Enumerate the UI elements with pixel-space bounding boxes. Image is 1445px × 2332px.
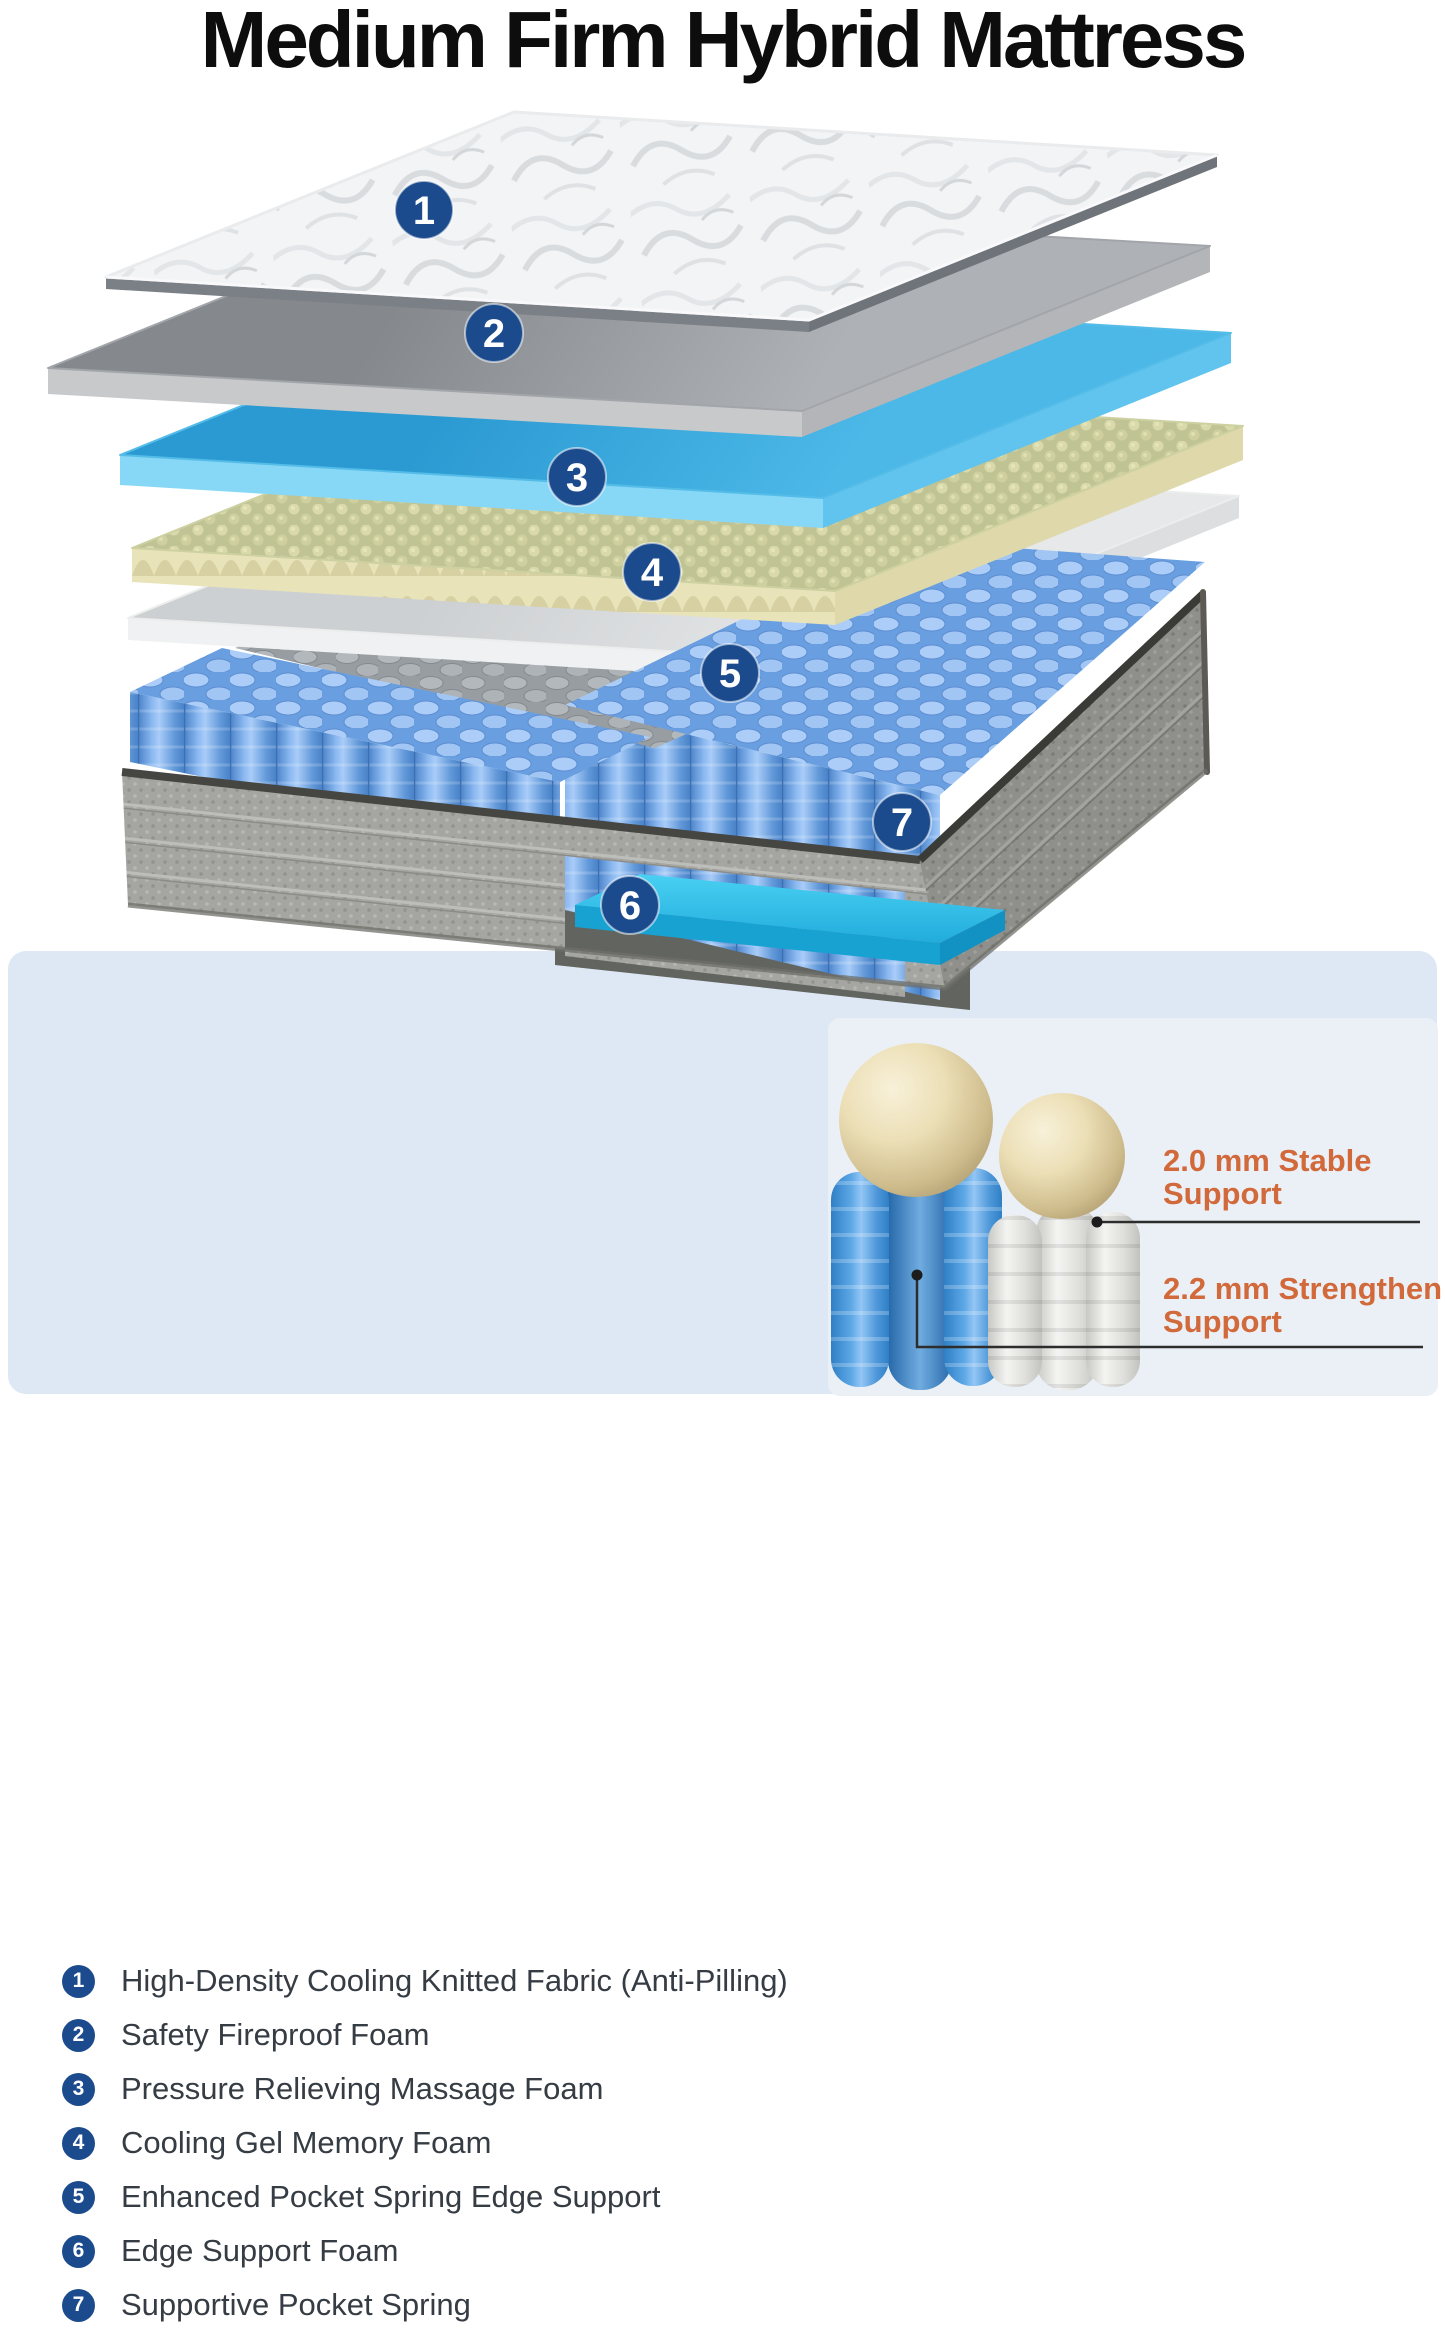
- diagram-badge-number: 6: [619, 884, 641, 928]
- legend-number-badge: 2: [62, 2018, 95, 2052]
- diagram-badge-number: 2: [483, 312, 505, 356]
- diagram-badge-5: 5: [700, 643, 760, 703]
- corner-piping: [1200, 589, 1210, 775]
- edge-support-foam: [575, 874, 1005, 965]
- diagram-badge-1: 1: [394, 180, 454, 240]
- callout-line-bottom: [911, 1269, 1423, 1349]
- callout-stable-support-line2: Support: [1163, 1176, 1282, 1211]
- base-bottom-edge: [127, 768, 1209, 991]
- diagram-badge-7: 7: [872, 792, 932, 852]
- legend-number-badge: 4: [62, 2126, 95, 2160]
- pocket-spring-wall-top: [565, 540, 1205, 795]
- legend-number-badge: 1: [62, 1964, 95, 1998]
- mattress-exploded-diagram: 1 2 3 4 5 6 7: [47, 110, 1244, 1010]
- callout-strengthen-support-line2: Support: [1163, 1304, 1282, 1339]
- page-title: Medium Firm Hybrid Mattress: [200, 0, 1248, 84]
- diagram-badge-3: 3: [547, 447, 607, 507]
- legend-number-badge: 5: [62, 2180, 95, 2214]
- legend-item: 6 Edge Support Foam: [54, 2224, 894, 2278]
- right-face-seams: [920, 624, 1207, 961]
- diagram-badge-number: 1: [413, 189, 435, 233]
- base-fabric-left-face: [122, 772, 945, 997]
- legend-label: High-Density Cooling Knitted Fabric (Ant…: [121, 1963, 788, 1998]
- legend-number-badge: 6: [62, 2234, 95, 2268]
- legend-item: 7 Supportive Pocket Spring: [54, 2278, 894, 2332]
- legend-label: Safety Fireproof Foam: [121, 2017, 430, 2052]
- legend-item: 4 Cooling Gel Memory Foam: [54, 2116, 894, 2170]
- diagram-badge-4: 4: [622, 542, 682, 602]
- legend-label: Pressure Relieving Massage Foam: [121, 2071, 604, 2106]
- ball-on-blue-spring: [839, 1043, 993, 1197]
- legend-item: 1 High-Density Cooling Knitted Fabric (An…: [54, 1954, 894, 2008]
- legend-label: Edge Support Foam: [121, 2233, 399, 2268]
- base-spring-unit-front: [121, 540, 1210, 997]
- rim-piping-left: [121, 768, 921, 864]
- legend-label: Cooling Gel Memory Foam: [121, 2125, 492, 2160]
- legend-number-badge: 3: [62, 2072, 95, 2106]
- legend-number-badge: 7: [62, 2288, 95, 2322]
- diagram-badge-number: 3: [566, 456, 588, 500]
- diagram-badge-6: 6: [600, 875, 660, 935]
- diagram-badge-number: 5: [719, 652, 741, 696]
- left-spring-row-tops: [130, 648, 650, 782]
- diagram-badge-number: 4: [641, 551, 664, 595]
- legend-label: Enhanced Pocket Spring Edge Support: [121, 2179, 661, 2214]
- callout-strengthen-support-line1: 2.2 mm Strengthen: [1163, 1271, 1442, 1306]
- legend-item: 3 Pressure Relieving Massage Foam: [54, 2062, 894, 2116]
- callout-stable-support-line1: 2.0 mm Stable: [1163, 1143, 1371, 1178]
- ball-on-white-spring: [999, 1093, 1125, 1219]
- rim-piping-right: [917, 591, 1206, 863]
- legend-list: 1 High-Density Cooling Knitted Fabric (An…: [54, 1954, 894, 2332]
- legend-item: 5 Enhanced Pocket Spring Edge Support: [54, 2170, 894, 2224]
- white-pocket-spring-group: [988, 1205, 1140, 1390]
- diagram-badge-number: 7: [891, 801, 913, 845]
- layer-1-knitted-fabric: [104, 110, 1219, 332]
- legend-item: 2 Safety Fireproof Foam: [54, 2008, 894, 2062]
- callout-line-top: [1091, 1216, 1420, 1228]
- legend-label: Supportive Pocket Spring: [121, 2287, 471, 2322]
- spring-support-detail: 2.0 mm Stable Support 2.2 mm Strengthen …: [828, 1018, 1442, 1396]
- layer-number-badges: 1 2 3 4 5 6 7: [394, 180, 932, 935]
- diagram-badge-2: 2: [464, 303, 524, 363]
